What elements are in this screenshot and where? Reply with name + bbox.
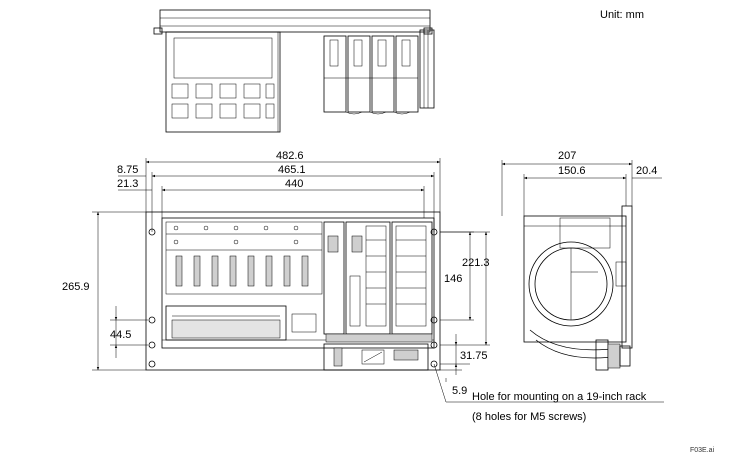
power-modules xyxy=(323,221,433,343)
dim-mounting-pitch: 465.1 xyxy=(278,164,306,176)
dim-overall-height: 265.9 xyxy=(62,281,90,293)
unit-label: Unit: mm xyxy=(600,9,644,21)
dim-mid-height: 146 xyxy=(444,273,462,285)
dim-upper-height: 221.3 xyxy=(462,257,490,269)
dimension-lines xyxy=(92,158,664,403)
dim-body-width: 440 xyxy=(285,178,303,190)
dim-depth-front: 20.4 xyxy=(636,165,657,177)
terminal-block xyxy=(323,343,429,371)
hole-note-line1: Hole for mounting on a 19-inch rack xyxy=(472,391,647,403)
dim-left-offset-a: 8.75 xyxy=(117,164,138,176)
dim-bottom-offset: 31.75 xyxy=(460,350,488,362)
top-view xyxy=(153,9,435,133)
top-view-grid xyxy=(171,83,275,119)
top-view-modules xyxy=(323,29,435,115)
dim-depth-total: 207 xyxy=(558,150,576,162)
side-connector xyxy=(595,339,631,371)
side-view xyxy=(523,205,633,371)
dim-lower-height: 44.5 xyxy=(110,329,131,341)
dim-left-offset-b: 21.3 xyxy=(117,178,138,190)
hole-note-line2: (8 holes for M5 screws) xyxy=(472,411,586,423)
dim-hole-offset: 5.9 xyxy=(452,385,467,397)
figure-id: F03E.ai xyxy=(690,447,715,454)
mounting-holes xyxy=(148,228,438,368)
module-slots xyxy=(166,225,322,287)
dim-overall-width: 482.6 xyxy=(276,150,304,162)
dim-depth-body: 150.6 xyxy=(558,165,586,177)
front-view xyxy=(145,211,441,371)
